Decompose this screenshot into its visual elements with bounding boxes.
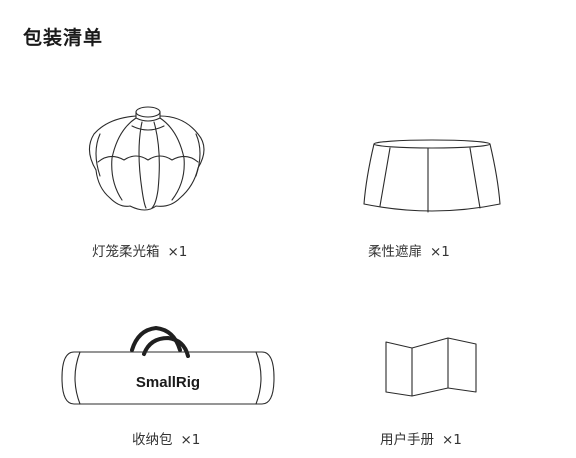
item-qty: ×1 <box>167 244 188 260</box>
item-qty: ×1 <box>430 244 450 260</box>
item-qty: ×1 <box>442 432 462 448</box>
bag-brand-logo: SmallRig <box>136 374 200 391</box>
item-label: 灯笼柔光箱 <box>92 244 160 260</box>
page-title: 包装清单 <box>23 27 104 49</box>
item-label: 柔性遮扉 <box>368 244 422 260</box>
item-qty: ×1 <box>180 432 201 448</box>
item-label: 用户手册 <box>380 432 434 448</box>
item-label: 收纳包 <box>132 432 173 448</box>
